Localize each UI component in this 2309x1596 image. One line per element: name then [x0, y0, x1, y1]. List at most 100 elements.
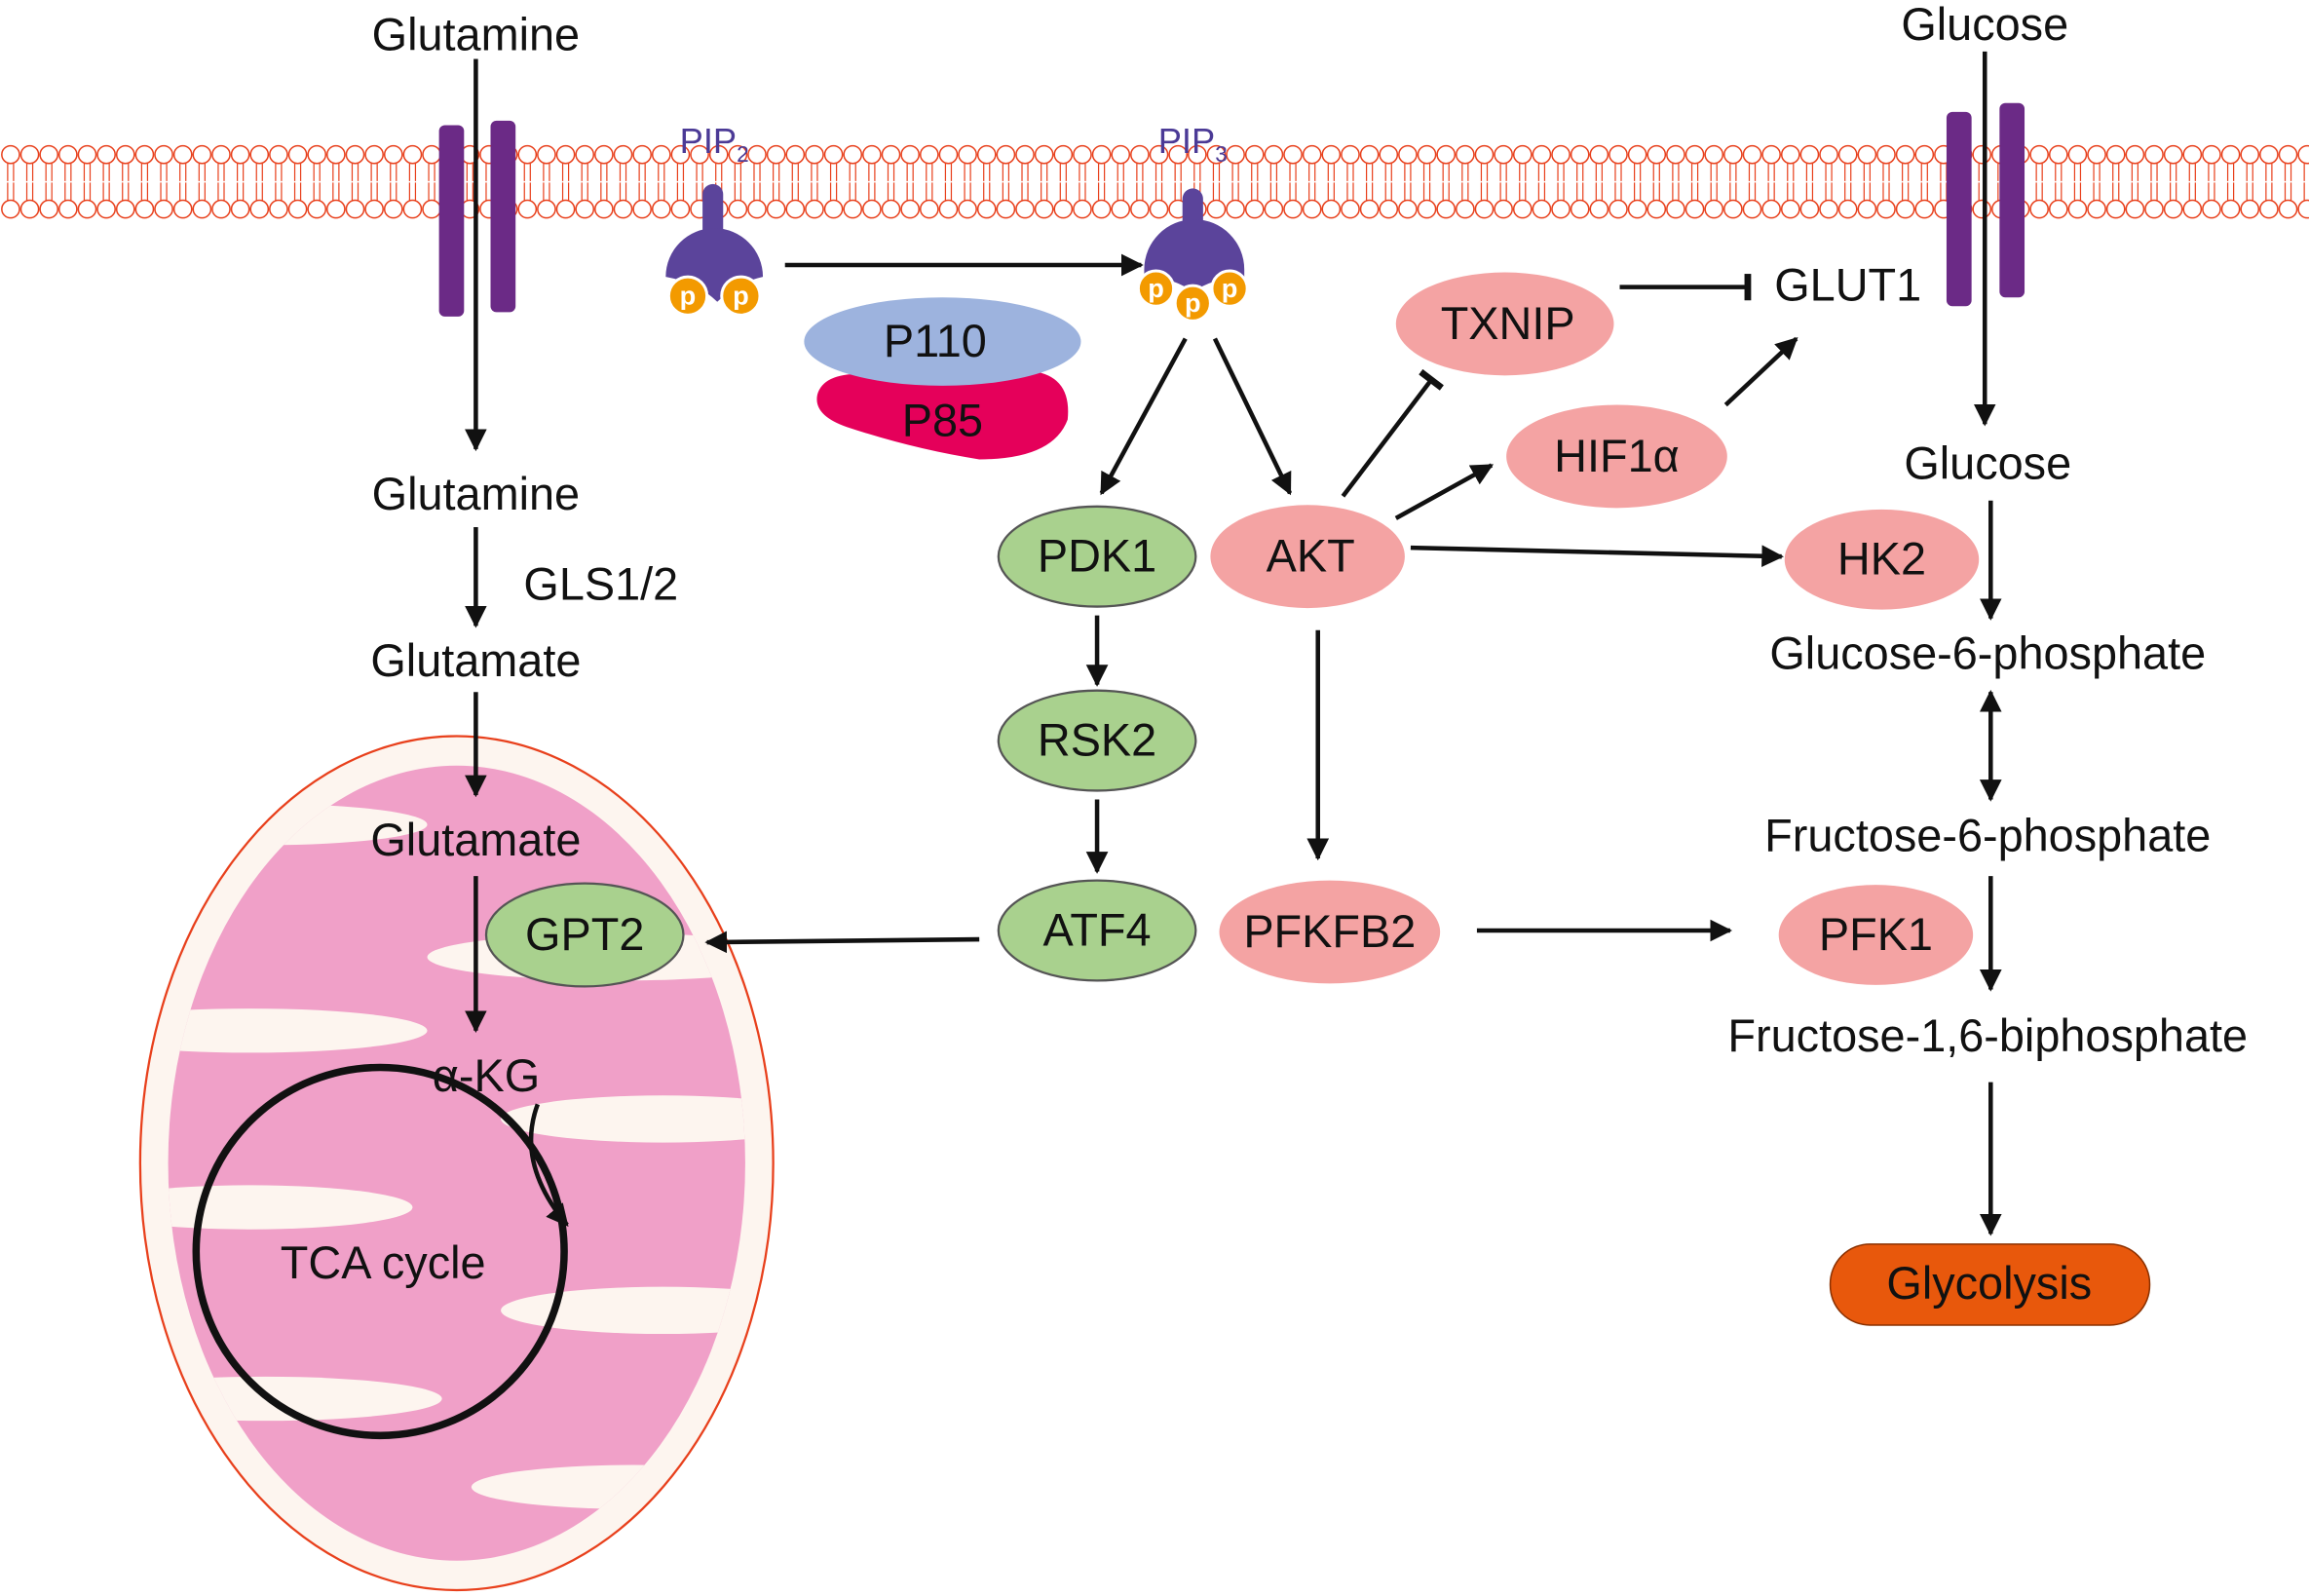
lipid-tail	[1614, 182, 1622, 201]
lipid-head	[1015, 199, 1035, 219]
lipid-tail	[1002, 182, 1010, 201]
lipid-head	[517, 144, 538, 165]
lipid-head	[154, 199, 173, 219]
glutamate-mitochondria-label: Glutamate	[370, 815, 581, 865]
lipid-tail	[1346, 163, 1354, 181]
lipid-head	[575, 199, 595, 219]
lipid-tail	[293, 163, 302, 181]
lipid-head	[345, 199, 365, 219]
lipid-tail	[983, 163, 991, 181]
lipid-head	[785, 144, 806, 165]
lipid-head	[96, 144, 116, 165]
lipid-head	[2144, 199, 2164, 219]
lipid-tail	[561, 163, 570, 181]
lipid-tail	[408, 163, 417, 181]
lipid-tail	[1767, 182, 1775, 201]
lipid-head	[1799, 144, 1820, 165]
lipid-tail	[217, 182, 225, 201]
lipid-head	[77, 144, 97, 165]
lipid-tail	[849, 163, 856, 181]
lipid-head	[1226, 144, 1245, 165]
lipid-tail	[1365, 182, 1374, 201]
lipid-tail	[1384, 182, 1392, 201]
lipid-tail	[926, 163, 933, 181]
lipid-tail	[2226, 182, 2235, 201]
lipid-tail	[275, 182, 283, 201]
lipid-head	[958, 144, 977, 165]
lipid-tail	[926, 182, 933, 201]
svg-text:Glycolysis: Glycolysis	[1886, 1258, 2092, 1309]
lipid-head	[747, 199, 767, 219]
arrows	[465, 51, 2002, 1236]
glutamine-extracellular-label: Glutamine	[372, 10, 580, 60]
lipid-head	[1837, 199, 1858, 219]
lipid-tail	[25, 163, 34, 181]
lipid-tail	[1404, 182, 1412, 201]
lipid-head	[269, 199, 288, 219]
lipid-head	[1053, 144, 1074, 165]
lipid-tail	[791, 182, 799, 201]
lipid-head	[1512, 199, 1533, 219]
phosphate-label: p	[1222, 273, 1238, 303]
node-txnip: TXNIP	[1395, 272, 1614, 376]
lipid-head	[2278, 199, 2298, 219]
lipid-head	[172, 199, 193, 219]
lipid-tail	[1729, 163, 1737, 181]
lipid-tail	[1251, 163, 1259, 181]
lipid-tail	[2208, 182, 2215, 201]
lipid-head	[1091, 144, 1112, 165]
lipid-tail	[1519, 163, 1527, 181]
lipid-tail	[2265, 163, 2273, 181]
lipid-tail	[1710, 163, 1718, 181]
lipid-head	[402, 199, 423, 219]
lipid-head	[1666, 199, 1685, 219]
svg-text:RSK2: RSK2	[1038, 714, 1156, 765]
lipid-head	[2087, 199, 2106, 219]
node-hk2: HK2	[1784, 509, 1980, 610]
lipid-tail	[64, 182, 72, 201]
lipid-head	[651, 199, 671, 219]
lipid-head	[2048, 199, 2068, 219]
lipid-head	[307, 199, 327, 219]
lipid-tail	[1557, 163, 1565, 181]
lipid-head	[728, 144, 748, 165]
lipid-head	[1780, 144, 1800, 165]
lipid-head	[938, 144, 959, 165]
lipid-tail	[45, 182, 53, 201]
glut1-label: GLUT1	[1774, 260, 1921, 311]
lipid-head	[747, 144, 767, 165]
lipid-tail	[1041, 163, 1048, 181]
lipid-head	[1857, 199, 1877, 219]
lipid-tail	[1422, 182, 1431, 201]
lipid-tail	[2035, 182, 2043, 201]
lipid-tail	[638, 182, 646, 201]
lipid-tail	[2170, 163, 2177, 181]
lipid-head	[1341, 199, 1360, 219]
lipid-tail	[1327, 182, 1335, 201]
lipid-head	[1972, 199, 1992, 219]
phosphate-label: p	[1148, 273, 1164, 303]
lipid-tail	[122, 163, 130, 181]
lipid-head	[919, 199, 939, 219]
svg-text:AKT: AKT	[1267, 531, 1355, 582]
lipid-tail	[1748, 163, 1757, 181]
lipid-tail	[1787, 163, 1795, 181]
fructose-1-6-biphosphate-label: Fructose-1,6-biphosphate	[1727, 1010, 2248, 1061]
lipid-head	[1321, 199, 1342, 219]
lipid-tail	[1805, 163, 1814, 181]
glutamate-cytosol-label: Glutamate	[370, 635, 581, 686]
lipid-tail	[2265, 182, 2273, 201]
fructose-6-phosphate-label: Fructose-6-phosphate	[1764, 811, 2211, 861]
lipid-head	[2220, 144, 2241, 165]
lipid-head	[2259, 199, 2279, 219]
lipid-tail	[1136, 182, 1144, 201]
lipid-tail	[1021, 182, 1029, 201]
lipid-tail	[1117, 163, 1124, 181]
lipid-tail	[523, 182, 531, 201]
lipid-head	[192, 199, 212, 219]
lipid-head	[345, 144, 365, 165]
lipid-tail	[198, 163, 206, 181]
lipid-head	[2029, 199, 2049, 219]
lipid-tail	[619, 163, 627, 181]
lipid-head	[1723, 199, 1743, 219]
